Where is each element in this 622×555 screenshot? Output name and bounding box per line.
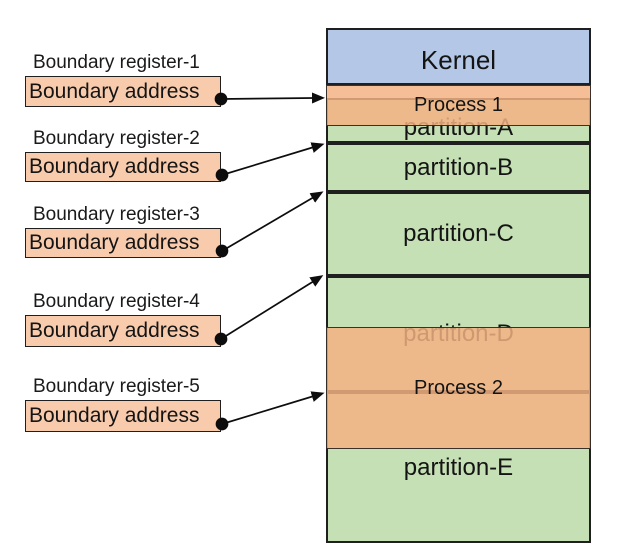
partition-e-label: partition-E [403, 453, 514, 481]
process-2-label: Process 2 [414, 376, 503, 399]
memory-column: Kernel partition-A partition-B partition… [326, 28, 591, 543]
partition-b-label: partition-B [403, 153, 514, 181]
boundary-register-label-4: Boundary register-4 [33, 291, 200, 312]
arrow-line-1 [220, 92, 325, 104]
kernel-box: Kernel [326, 28, 591, 85]
partition-c-label: partition-C [403, 220, 514, 247]
partition-c-box: partition-C [326, 192, 591, 276]
process-1-label: Process 1 [414, 94, 503, 116]
partition-b-box: partition-B [326, 143, 591, 192]
boundary-register-label-1: Boundary register-1 [33, 52, 200, 73]
boundary-address-text-4: Boundary address [29, 319, 200, 342]
boundary-address-box-5: Boundary address [25, 400, 221, 432]
boundary-address-text-1: Boundary address [29, 79, 200, 103]
kernel-label: Kernel [420, 45, 497, 75]
arrow-line-3 [221, 191, 324, 252]
process-1-overlay: Process 1 [326, 85, 591, 126]
boundary-address-text-2: Boundary address [29, 155, 200, 178]
arrow-line-5 [221, 391, 325, 425]
arrow-line-4 [220, 275, 324, 340]
boundary-register-label-2: Boundary register-2 [33, 128, 200, 149]
arrow-line-2 [221, 142, 325, 176]
boundary-address-box-1: Boundary address [25, 76, 221, 107]
boundary-register-label-5: Boundary register-5 [33, 376, 200, 397]
boundary-register-label-3: Boundary register-3 [33, 204, 200, 225]
boundary-address-box-4: Boundary address [25, 315, 221, 347]
boundary-address-text-5: Boundary address [29, 404, 200, 427]
boundary-address-text-3: Boundary address [29, 231, 200, 254]
boundary-address-box-2: Boundary address [25, 152, 221, 182]
process-2-overlay: Process 2 [326, 327, 591, 449]
boundary-address-box-3: Boundary address [25, 228, 221, 258]
